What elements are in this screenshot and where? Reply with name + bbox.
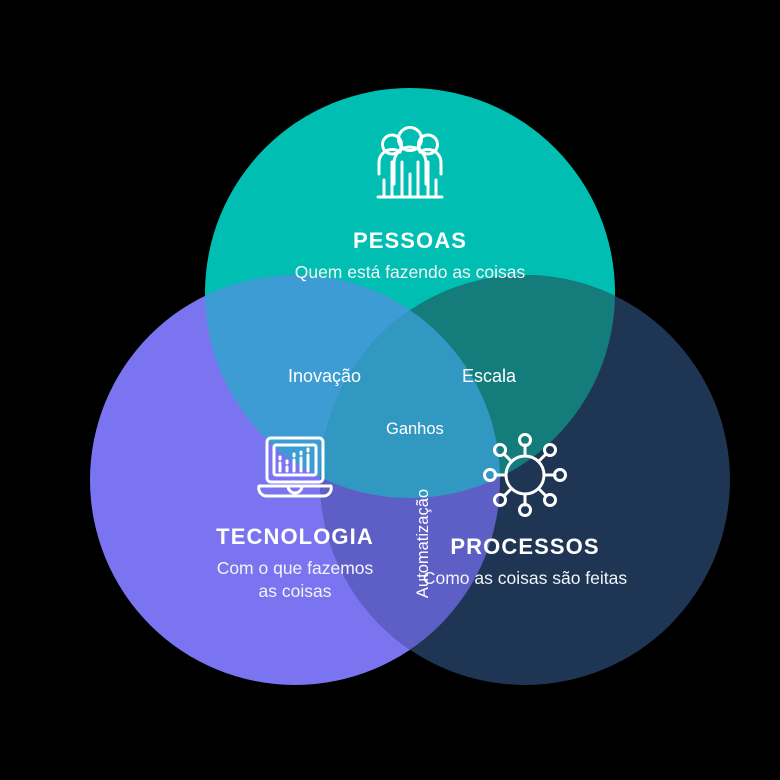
intersection-label-escala[interactable]: Escala — [462, 366, 517, 386]
lobe-subtitle-technology-line2: as coisas — [258, 581, 332, 602]
laptop-chart-icon — [257, 436, 333, 498]
lobe-subtitle-processes: Como as coisas são feitas — [422, 568, 628, 589]
lobe-subtitle-technology: Com o que fazemos as coisas — [145, 557, 445, 603]
lobe-title-processes: PROCESSOS — [450, 534, 600, 559]
lobe-subtitle-people: Quem está fazendo as coisas — [294, 262, 526, 283]
intersection-label-inovacao[interactable]: Inovação — [288, 366, 362, 386]
venn-lobe-technology[interactable]: TECNOLOGIA Com o que fazemos as coisas — [145, 430, 445, 603]
venn-lobe-people[interactable]: PESSOAS Quem está fazendo as coisas — [260, 118, 560, 284]
intersection-label-automatizacao[interactable]: Automatização — [414, 488, 433, 599]
people-group-icon — [376, 126, 444, 199]
lobe-title-people: PESSOAS — [352, 228, 468, 253]
intersection-label-ganhos[interactable]: Ganhos — [386, 420, 444, 438]
network-hub-icon — [483, 433, 567, 517]
overlap-all-three[interactable] — [320, 275, 730, 685]
lobe-subtitle-technology-line1: Com o que fazemos — [216, 558, 374, 579]
venn-lobe-processes[interactable]: PROCESSOS Como as coisas são feitas — [375, 430, 675, 590]
lobe-title-technology: TECNOLOGIA — [216, 524, 374, 549]
